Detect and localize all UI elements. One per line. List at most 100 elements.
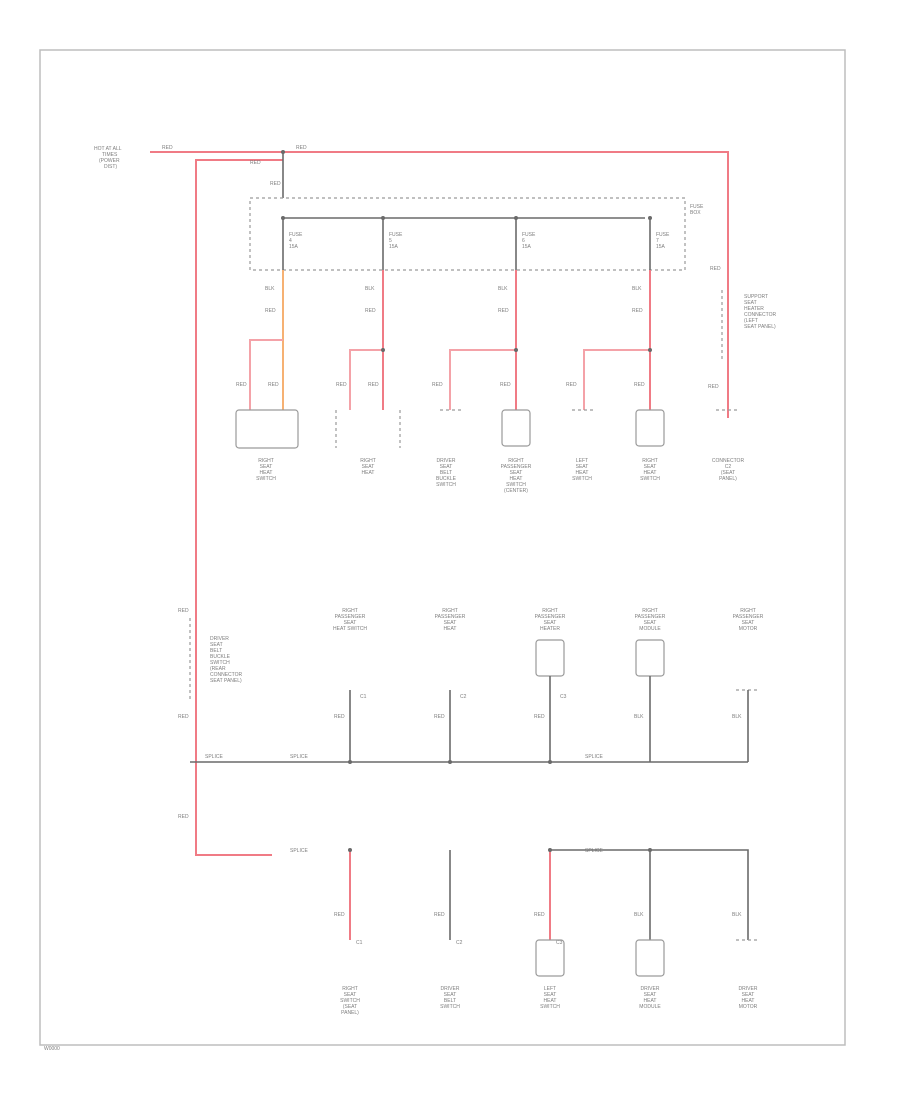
component-label-line: HEATER [540, 626, 560, 632]
component-wire-label: RED [634, 382, 645, 388]
component-wire-label: BLK [634, 912, 644, 918]
component-wire-label: RED [268, 382, 279, 388]
component-label-line: RIGHT [642, 458, 658, 464]
component-label-line: SEAT [260, 464, 273, 470]
component-wire-label: RED [178, 714, 189, 720]
component-label-line: HEAT [644, 470, 657, 476]
component-label-line: DRIVER [739, 986, 758, 992]
component-label-line: SWITCH [440, 1004, 460, 1010]
component-label-line: PASSENGER [501, 464, 532, 470]
component-label-line: HEAT [742, 998, 755, 1004]
component-label-line: CONNECTOR [210, 672, 243, 678]
bottom-components: RED C1 RIGHT SEAT SWITCH (SEAT PANEL) RE… [334, 848, 760, 1016]
fuse-label: 15A [389, 244, 399, 250]
component-wire-label: RED [336, 382, 347, 388]
component-label-line: (SEAT [721, 470, 735, 476]
component-wire-label: RED [368, 382, 379, 388]
component-body [535, 939, 565, 977]
ground-bus-lower [550, 849, 749, 940]
component-label-line: C2 [725, 464, 732, 470]
source-wire-label: RED [296, 145, 307, 151]
component-label-line: SEAT [444, 992, 457, 998]
component-label-line: (REAR [210, 666, 226, 672]
component-label-line: SEAT [644, 464, 657, 470]
component-label-line: RIGHT [642, 608, 658, 614]
fuse-block-name: FUSE [690, 204, 704, 210]
component-wire-label: RED [500, 382, 511, 388]
bus-label: SPLICE [585, 848, 603, 854]
component-label-line: SWITCH [340, 998, 360, 1004]
side-component-left: RED RED DRIVER SEAT BELT BUCKLE SWITCH (… [178, 608, 243, 720]
fuse-label: 4 [289, 238, 292, 244]
component-label-line: HEAT [444, 626, 457, 632]
component-body [635, 939, 665, 977]
component-label-line: PASSENGER [535, 614, 566, 620]
component-pin-label: C1 [356, 940, 363, 946]
junction-dot [281, 150, 285, 154]
component-wire-label: RED [334, 714, 345, 720]
fuse-block-name: BOX [690, 210, 701, 216]
component-wire-label: RED [534, 714, 545, 720]
component-label-line: PASSENGER [635, 614, 666, 620]
main-feed-wire [150, 151, 729, 418]
component-label-line: HEAT SWITCH [333, 626, 367, 632]
component-label-line: MODULE [639, 1004, 661, 1010]
fuse-label: 7 [656, 238, 659, 244]
component-label-line: RIGHT [342, 608, 358, 614]
fuse-label: 15A [522, 244, 532, 250]
component-wire-label: RED [178, 608, 189, 614]
component-label-line: PASSENGER [435, 614, 466, 620]
component-wire-label: RED [566, 382, 577, 388]
component-label-line: SWITCH [256, 476, 276, 482]
component-label-line: SEAT [344, 620, 357, 626]
component-label-line: SEAT [544, 992, 557, 998]
side-component-right: SUPPORT SEAT HEATER CONNECTOR (LEFT SEAT… [708, 290, 777, 390]
component-body [635, 639, 665, 677]
component-pin-label: C3 [556, 940, 563, 946]
component-label-line: MODULE [639, 626, 661, 632]
component-label-line: SEAT [344, 992, 357, 998]
fuse-5: FUSE 5 15A BLK RED [365, 216, 403, 410]
component-label-line: SEAT [210, 642, 223, 648]
source-label-line: (POWER [99, 158, 120, 164]
diagram-frame [39, 49, 846, 1046]
component-label-line: RIGHT [360, 458, 376, 464]
component-wire-label: RED [434, 714, 445, 720]
fuse-wire-label: BLK [265, 286, 275, 292]
component-label-line: SWITCH [436, 482, 456, 488]
component-pin-label: C1 [360, 694, 367, 700]
fuse-wire-label: BLK [365, 286, 375, 292]
component-label-line: PASSENGER [733, 614, 764, 620]
branch-wire [583, 349, 650, 410]
fuse-wire-label: BLK [498, 286, 508, 292]
component-label-line: HEAT [544, 998, 557, 1004]
component-label-line: HEAT [362, 470, 375, 476]
junction-dot [381, 348, 385, 352]
component-label-line: SWITCH [640, 476, 660, 482]
component-body [235, 409, 299, 449]
source-wire-label: RED [250, 160, 261, 166]
lower-left-wire-label: RED [178, 814, 189, 820]
component-wire-label: BLK [634, 714, 644, 720]
component-label-line: BELT [440, 470, 452, 476]
component-label-line: BELT [444, 998, 456, 1004]
component-label-line: SWITCH [572, 476, 592, 482]
component-label-line: BUCKLE [210, 654, 231, 660]
component-label-line: SEAT [510, 470, 523, 476]
component-label-line: SEAT [444, 620, 457, 626]
component-body [501, 409, 531, 447]
component-label-line: RIGHT [542, 608, 558, 614]
component-label-line: PANEL) [341, 1010, 359, 1016]
fuse-label: FUSE [289, 232, 303, 238]
left-down-wire [195, 159, 283, 856]
component-label-line: HEAT [510, 476, 523, 482]
fuse-label: FUSE [656, 232, 670, 238]
component-pin-label: C2 [456, 940, 463, 946]
bus-label: SPLICE [290, 754, 308, 760]
fuse-4: FUSE 4 15A BLK RED [265, 216, 303, 410]
component-label-line: RIGHT [258, 458, 274, 464]
component-label-line: SWITCH [506, 482, 526, 488]
fuse-wire-label: RED [632, 308, 643, 314]
source-wire-label: RED [270, 181, 281, 187]
component-label-line: SEAT [440, 464, 453, 470]
